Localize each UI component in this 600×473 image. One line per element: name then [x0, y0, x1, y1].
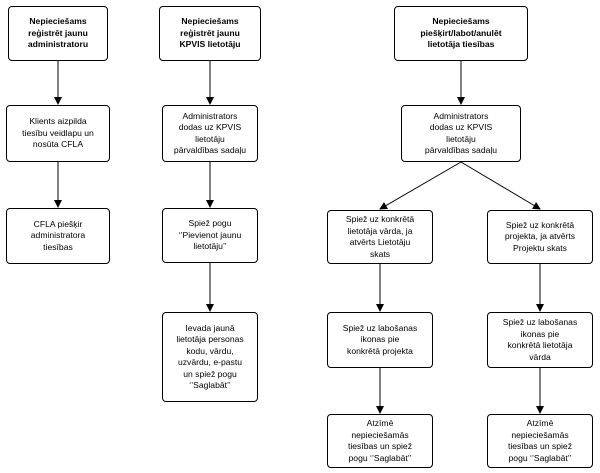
node-admin-goes-management-c2: Administrators dodas uz KPVIS lietotāju … [162, 105, 258, 162]
node-manage-user-rights: Nepieciešams piešķirt/labot/anulēt lieto… [394, 6, 528, 61]
node-click-project: Spiež uz konkrētā projekta, ja atvērts P… [487, 210, 593, 264]
node-press-add-user: Spiež pogu ‘’Pievienot jaunu lietotāju’’ [162, 208, 258, 263]
node-enter-user-details: Ievada jaunā lietotāja personas kodu, vā… [162, 312, 258, 402]
node-admin-goes-management-c3: Administrators dodas uz KPVIS lietotāju … [401, 105, 521, 162]
node-mark-rights-save-right: Atzīmē nepieciešamās tiesības un spiež p… [487, 414, 593, 468]
node-click-user-name: Spiež uz konkrētā lietotāja vārda, ja at… [327, 210, 433, 264]
node-click-edit-icon-project: Spiež uz labošanas ikonas pie konkrētā p… [327, 312, 433, 368]
node-click-edit-icon-user: Spiež uz labošanas ikonas pie konkrētā l… [487, 312, 593, 368]
arrow-c3-split-left [379, 161, 462, 210]
node-mark-rights-save-left: Atzīmē nepieciešamās tiesības un spiež p… [327, 414, 433, 468]
node-client-fills-form: Klients aizpilda tiesību veidlapu un nos… [6, 105, 110, 162]
arrow-c3-split-right [460, 161, 541, 210]
node-register-kpvis-user: Nepieciešams reģistrēt jaunu KPVIS lieto… [159, 6, 261, 61]
node-cfla-grants-rights: CFLA piešķir administratora tiesības [6, 208, 110, 264]
node-register-admin: Nepieciešams reģistrēt jaunu administrat… [8, 6, 108, 61]
